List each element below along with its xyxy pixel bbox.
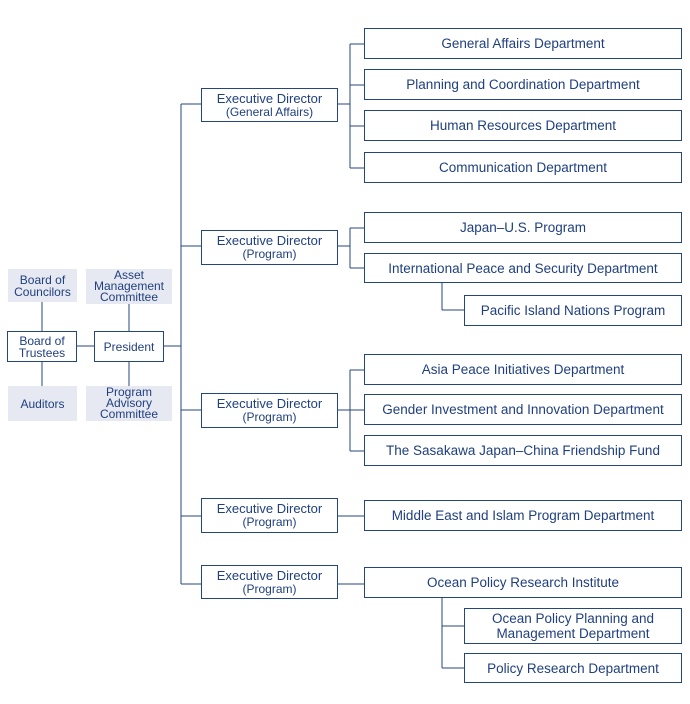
department-label: Asia Peace Initiatives Department: [421, 362, 625, 377]
department-label: Gender Investment and Innovation Departm…: [382, 402, 664, 417]
department-label: Ocean Policy Research Institute: [426, 575, 620, 590]
executive-director-subtitle: (Program): [242, 515, 297, 529]
japan-us-program-box: Japan–U.S. Program: [364, 212, 682, 243]
policy-research-department-box: Policy Research Department: [464, 653, 682, 683]
sasakawa-japan-china-friendship-fund-box: The Sasakawa Japan–China Friendship Fund: [364, 435, 682, 466]
executive-director-subtitle: (Program): [242, 410, 297, 424]
ocean-policy-planning-management-department-box: Ocean Policy Planning and Management Dep…: [464, 608, 682, 644]
department-label: Middle East and Islam Program Department: [391, 508, 655, 523]
president-box: President: [94, 331, 164, 362]
executive-director-general-affairs: Executive Director (General Affairs): [201, 88, 338, 122]
gender-investment-innovation-department-box: Gender Investment and Innovation Departm…: [364, 394, 682, 425]
sub-unit-label: Pacific Island Nations Program: [480, 303, 666, 318]
program-advisory-committee-box: Program Advisory Committee: [86, 386, 172, 421]
sub-unit-label: Policy Research Department: [487, 660, 659, 676]
pacific-island-nations-program-box: Pacific Island Nations Program: [464, 295, 682, 326]
department-label: Planning and Coordination Department: [406, 77, 640, 92]
board-of-trustees-label: Board of Trustees: [18, 333, 66, 360]
board-of-councilors-box: Board of Councilors: [8, 269, 77, 302]
executive-director-title: Executive Director: [216, 396, 323, 411]
executive-director-subtitle: (General Affairs): [225, 104, 314, 119]
ocean-policy-research-institute-box: Ocean Policy Research Institute: [364, 567, 682, 598]
international-peace-security-department-box: International Peace and Security Departm…: [364, 253, 682, 283]
executive-director-subtitle: (Program): [242, 581, 297, 596]
program-advisory-committee-label: Program Advisory Committee: [99, 385, 158, 421]
department-label: Human Resources Department: [429, 118, 617, 133]
executive-director-program-3: Executive Director (Program): [201, 498, 338, 533]
department-label: The Sasakawa Japan–China Friendship Fund: [386, 443, 660, 458]
executive-director-program-2: Executive Director (Program): [201, 393, 338, 428]
asset-management-committee-label: Asset Management Committee: [93, 268, 165, 304]
board-of-councilors-label: Board of Councilors: [14, 272, 71, 299]
board-of-trustees-box: Board of Trustees: [7, 331, 77, 362]
auditors-box: Auditors: [8, 386, 77, 421]
department-label: Communication Department: [438, 160, 608, 175]
president-label: President: [103, 339, 155, 354]
executive-director-program-1: Executive Director (Program): [201, 230, 338, 265]
executive-director-title: Executive Director: [216, 233, 323, 248]
executive-director-title: Executive Director: [216, 501, 323, 516]
department-label: General Affairs Department: [441, 36, 605, 51]
executive-director-title: Executive Director: [216, 567, 323, 583]
middle-east-islam-program-department-box: Middle East and Islam Program Department: [364, 500, 682, 531]
executive-director-program-4: Executive Director (Program): [201, 565, 338, 599]
asset-management-committee-box: Asset Management Committee: [86, 269, 172, 304]
human-resources-department-box: Human Resources Department: [364, 110, 682, 141]
planning-coordination-department-box: Planning and Coordination Department: [364, 69, 682, 100]
executive-director-title: Executive Director: [216, 90, 323, 106]
general-affairs-department-box: General Affairs Department: [364, 28, 682, 59]
auditors-label: Auditors: [20, 396, 65, 411]
communication-department-box: Communication Department: [364, 152, 682, 183]
sub-unit-label: Ocean Policy Planning and Management Dep…: [491, 611, 655, 641]
asia-peace-initiatives-department-box: Asia Peace Initiatives Department: [364, 354, 682, 385]
department-label: Japan–U.S. Program: [459, 220, 587, 235]
department-label: International Peace and Security Departm…: [388, 260, 658, 276]
executive-director-subtitle: (Program): [242, 247, 297, 261]
